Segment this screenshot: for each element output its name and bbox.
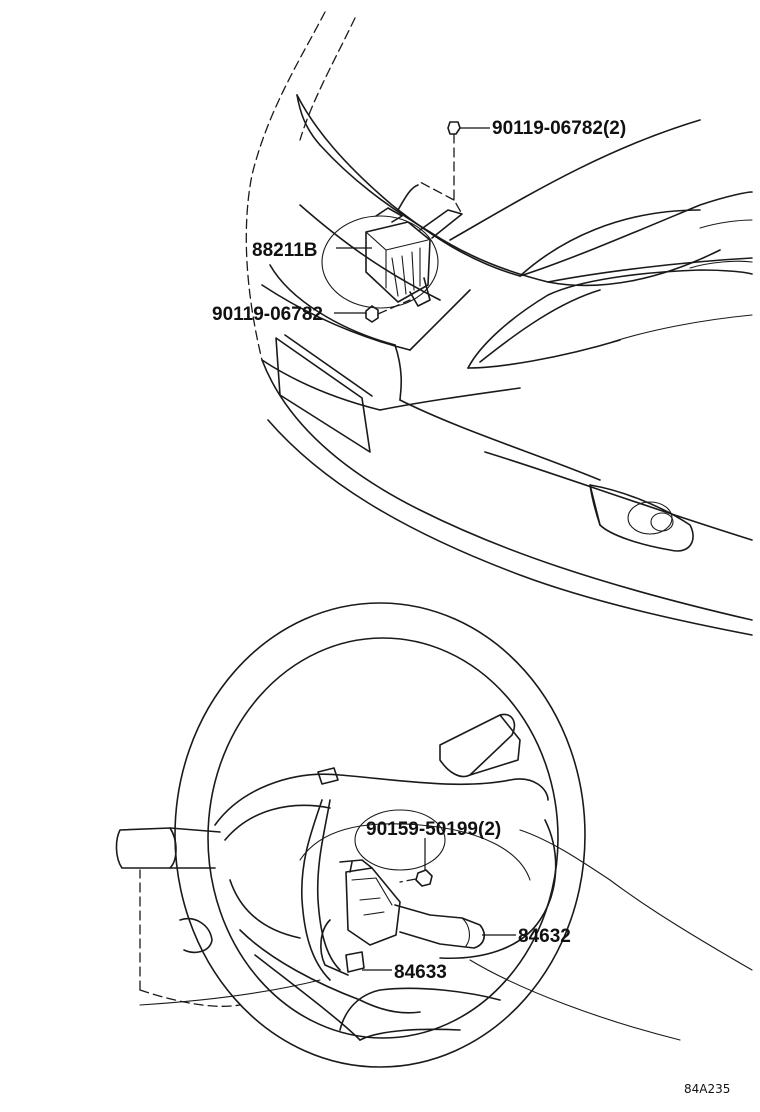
bolt-upper: [419, 121, 463, 215]
label-screw: 90159-50199(2): [366, 819, 501, 840]
screw: [399, 869, 433, 887]
label-switch: 84632: [518, 926, 571, 947]
steering-wheel: [115, 602, 753, 1068]
leader-lines-top: [334, 127, 490, 314]
label-bolt-upper: 90119-06782(2): [492, 118, 626, 139]
label-switch-wire: 84633: [394, 962, 447, 983]
distance-control-computer: [321, 184, 463, 309]
cruise-control-switch: [300, 767, 486, 981]
label-computer: 88211B: [252, 240, 318, 261]
diagram-reference-code: 84A235: [684, 1082, 730, 1096]
label-bolt-lower: 90119-06782: [212, 304, 323, 325]
bolt-lower: [365, 299, 411, 323]
leader-lines-bottom: [362, 838, 516, 971]
vehicle-front-body: [245, 11, 753, 636]
